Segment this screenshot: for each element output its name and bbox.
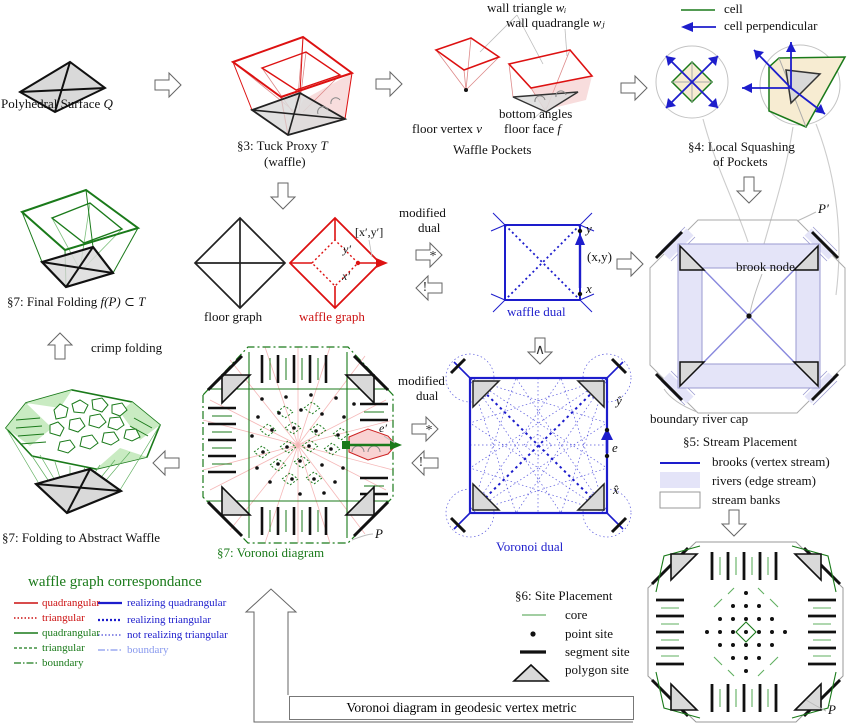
corr-left-quadrangular: quadrangular	[42, 597, 101, 609]
stream-legend-item-rivers: rivers (edge stream)	[712, 473, 816, 488]
wall-quadrangle-label: wall quadrangle wⱼ	[506, 15, 605, 30]
floor-face-label: floor face f	[504, 121, 562, 136]
squash-circle-right	[742, 42, 847, 128]
bubble-leaders	[702, 118, 840, 296]
corr-right-realizing-triangular: realizing triangular	[127, 614, 211, 626]
correspondence-title: waffle graph correspondance	[28, 574, 202, 590]
site-legend-point-site: point site	[565, 626, 614, 641]
squash-circle-left	[655, 45, 729, 119]
site-legend-segment-site: segment site	[565, 644, 630, 659]
tuck-proxy-subtitle: (waffle)	[264, 154, 306, 169]
corr-right-not-realizing-triangular: not realizing triangular	[127, 629, 228, 641]
y-hat-label: ŷ	[616, 393, 622, 408]
banner: Voronoi diagram in geodesic vertex metri…	[289, 696, 634, 720]
corr-left-boundary: boundary	[42, 657, 84, 669]
corr-left-triangular-green: triangular	[42, 642, 85, 654]
site-legend-core: core	[565, 607, 588, 622]
crimp-folding-label: crimp folding	[91, 340, 163, 355]
wall-triangle-label: wall triangle wᵢ	[487, 0, 567, 15]
waffle-dual-y-label: y	[586, 221, 592, 236]
excl-operator-1: !	[422, 280, 428, 295]
floor-graph-drawing	[193, 216, 287, 310]
e-prime-label: e′	[379, 421, 387, 435]
boundary-river-cap-label: boundary river cap	[650, 411, 749, 426]
corr-left-quadrangular-green: quadrangular	[42, 627, 101, 639]
cell-perpendicular-label: cell perpendicular	[724, 18, 818, 33]
cell-legend-swatches	[681, 9, 716, 32]
squashing-label-2: of Pockets	[713, 154, 768, 169]
voronoi-diagram-caption: §7: Voronoi diagram	[217, 545, 325, 560]
tuck-proxy-label: §3: Tuck Proxy T	[237, 138, 328, 153]
modified-dual-label-2b: dual	[416, 388, 439, 403]
modified-dual-label-1b: dual	[418, 220, 441, 235]
final-folding-drawing	[20, 188, 141, 289]
stream-legend-title: §5: Stream Placement	[683, 434, 798, 449]
site-legend-swatches	[511, 614, 551, 682]
voronoi-p-label: P	[375, 526, 383, 541]
site-octagon-drawing	[647, 541, 844, 723]
corr-right-realizing-quadrangular: realizing quadrangular	[127, 597, 227, 609]
excl-operator-2: !	[418, 455, 424, 470]
site-legend-polygon-site: polygon site	[565, 662, 629, 677]
waffle-pockets-caption: Waffle Pockets	[453, 142, 532, 157]
polyhedral-surface-drawing	[18, 60, 107, 114]
bottom-octagon-p-label: P	[828, 702, 836, 717]
voronoi-dual-caption: Voronoi dual	[496, 539, 564, 554]
star-operator-1: *	[429, 249, 437, 264]
e-stream-label: e	[612, 440, 618, 455]
waffle-dual-pair-label: (x,y)	[587, 249, 612, 264]
x-hat-label: x̂	[613, 482, 619, 497]
voronoi-dual-drawing	[445, 353, 632, 538]
correspondence-swatches	[14, 601, 122, 664]
banner-text: Voronoi diagram in geodesic vertex metri…	[346, 700, 577, 715]
final-folding-label: §7: Final Folding f(P) ⊂ T	[7, 294, 146, 309]
tuck-proxy-drawing	[230, 35, 355, 136]
squashing-label-1: §4: Local Squashing	[688, 139, 795, 154]
brook-node-label: brook node	[736, 259, 795, 274]
corr-right-boundary: boundary	[127, 644, 169, 656]
corr-left-triangular: triangular	[42, 612, 85, 624]
site-legend-title: §6: Site Placement	[515, 588, 613, 603]
cell-legend-label: cell	[724, 1, 743, 16]
modified-dual-label-2a: modified	[398, 373, 445, 388]
floor-graph-caption: floor graph	[204, 309, 263, 324]
x-prime-label: x′	[342, 269, 350, 283]
stream-legend-item-banks: stream banks	[712, 492, 781, 507]
waffle-graph-drawing	[288, 216, 388, 310]
polyhedral-surface-label: Polyhedral Surface Q	[1, 96, 113, 111]
bottom-angles-label: bottom angles	[499, 106, 573, 121]
waffle-graph-caption: waffle graph	[299, 309, 365, 324]
waffle-dual-drawing	[490, 212, 595, 313]
xy-prime-bracket-label: [x′,y′]	[355, 225, 384, 239]
stream-legend-swatches	[659, 462, 701, 509]
p-prime-label: P′	[818, 201, 829, 216]
river-octagon-drawing	[649, 211, 846, 414]
wedge-operator: ∧	[534, 343, 546, 358]
modified-dual-label-1a: modified	[399, 205, 446, 220]
flow-arrows	[47, 71, 762, 723]
stream-legend-item-brooks: brooks (vertex stream)	[712, 454, 830, 469]
star-operator-2: *	[425, 423, 433, 438]
abstract-waffle-caption: §7: Folding to Abstract Waffle	[2, 530, 161, 545]
waffle-dual-caption: waffle dual	[507, 304, 566, 319]
waffle-dual-x-label: x	[586, 281, 592, 296]
elbow-arrow	[244, 588, 633, 723]
waffle-pockets-drawing	[434, 14, 594, 121]
floor-vertex-label: floor vertex v	[412, 121, 483, 136]
voronoi-diagram-drawing	[202, 346, 402, 544]
abstract-waffle-drawing	[4, 389, 161, 515]
y-prime-label: y′	[343, 242, 351, 256]
